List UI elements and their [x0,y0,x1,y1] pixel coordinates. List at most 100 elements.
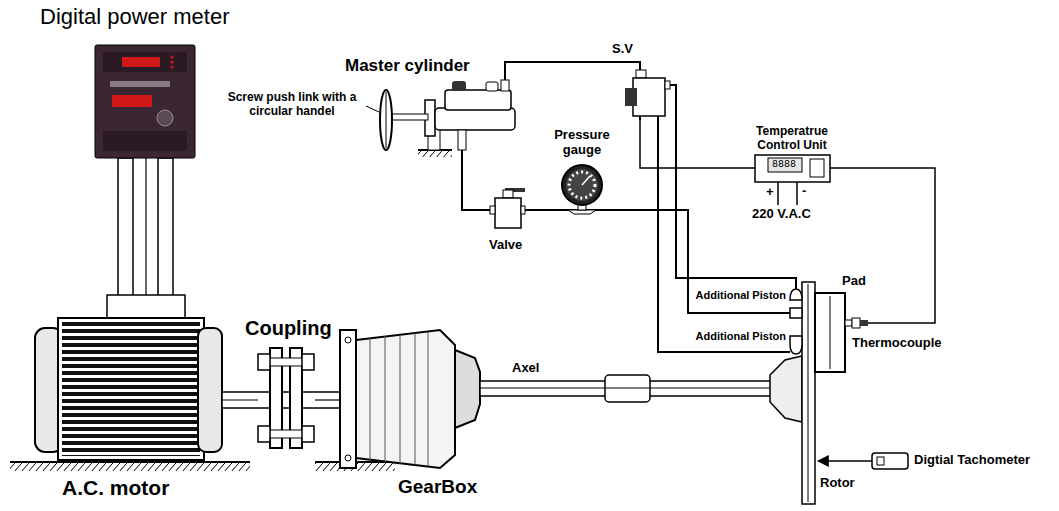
temperature-unit [777,182,779,205]
rotor [770,356,802,422]
pressure-gauge [566,169,598,201]
valve [495,198,521,228]
meter-stand [158,158,173,296]
meter-stand [107,158,185,320]
master-cylinder [445,90,511,110]
part-label: + [766,185,774,200]
rotor [802,282,815,504]
connector [315,399,340,400]
caliper [845,320,852,326]
power-meter [110,81,170,87]
temperature-unit [796,182,798,205]
gearbox [370,332,428,466]
part-label: 220 V.A.C [752,207,811,222]
pressure-gauge [568,210,596,214]
master-cylinder [366,106,379,112]
power-meter [170,60,173,63]
power-meter [112,95,152,107]
part-label: S.V [612,42,633,57]
gearbox: GearBox [340,320,480,470]
motor [10,318,250,471]
power-meter: Digital power meter [95,45,195,158]
caliper [790,336,802,354]
coupling [302,426,314,442]
connector [830,168,935,323]
part-label: Digital power meter [40,4,230,29]
connector [640,120,755,168]
part-label: Additional Piston [696,330,786,343]
connector [605,210,790,313]
gearbox [345,455,351,461]
valve [503,190,513,198]
master-cylinder [380,90,392,150]
gearbox [455,350,480,428]
connector [658,120,790,352]
rotor: Rotor [770,372,818,472]
gearbox [356,330,455,468]
master-cylinder [366,80,515,157]
temperature-unit [755,155,830,205]
part-label: Additional Piston [696,289,786,302]
part-label: Master cylinder [345,56,470,76]
rotor [770,282,815,504]
caliper [790,308,802,318]
solenoid-valve [625,88,637,106]
master-cylinder [392,114,428,120]
pressure-gauge [582,176,590,185]
power-meter [95,45,195,158]
power-meter [103,131,187,151]
brake-pad: Pad [790,289,850,372]
connector [462,150,490,210]
part-label: Valve [489,238,522,253]
caliper [790,289,868,372]
valve [521,206,525,214]
caliper [830,296,831,369]
part-label: Pad [842,274,866,289]
caliper [790,289,802,300]
coupling [258,426,270,442]
master-cylinder [435,108,515,130]
power-meter [170,65,173,68]
master-cylinder: Master cylinder [425,80,515,150]
part-label: Thermocouple [852,336,942,351]
coupling [258,354,270,370]
axle [480,375,772,402]
motor [58,318,204,460]
part-label: Pressure gauge [551,127,613,157]
tachometer: Digtial Tachometer [872,452,908,470]
meter-stand [118,158,133,296]
caliper [815,293,845,372]
gearbox [315,330,480,471]
coupling [258,348,314,448]
solenoid-valve [633,78,665,116]
connector [818,460,872,462]
coupling [266,430,306,438]
motor [10,463,250,471]
tachometer [872,453,908,469]
part-label: Coupling [245,317,332,340]
power-meter [157,110,173,126]
thermocouple: Thermocouple [852,316,868,330]
temperature-unit [768,158,802,172]
connector [525,209,560,211]
power-meter [122,57,160,67]
connector [222,399,258,400]
master-cylinder [386,92,387,148]
valve [490,188,525,228]
coupling [302,354,314,370]
valve: Valve [490,188,525,233]
temperature-control-unit: Temperatrue Control Unit8888 [755,155,830,182]
pressure-gauge [569,172,595,198]
motor [62,322,200,456]
part-label: GearBox [398,476,477,498]
solenoid-valve [625,70,670,120]
tachometer [872,453,908,469]
solenoid-valve: S.V [625,70,670,120]
power-meter [95,45,195,158]
connector [145,158,146,295]
part-label: Digtial Tachometer [914,453,1030,468]
ac-motor: A.C. motor [35,295,222,460]
power-meter [170,55,173,58]
